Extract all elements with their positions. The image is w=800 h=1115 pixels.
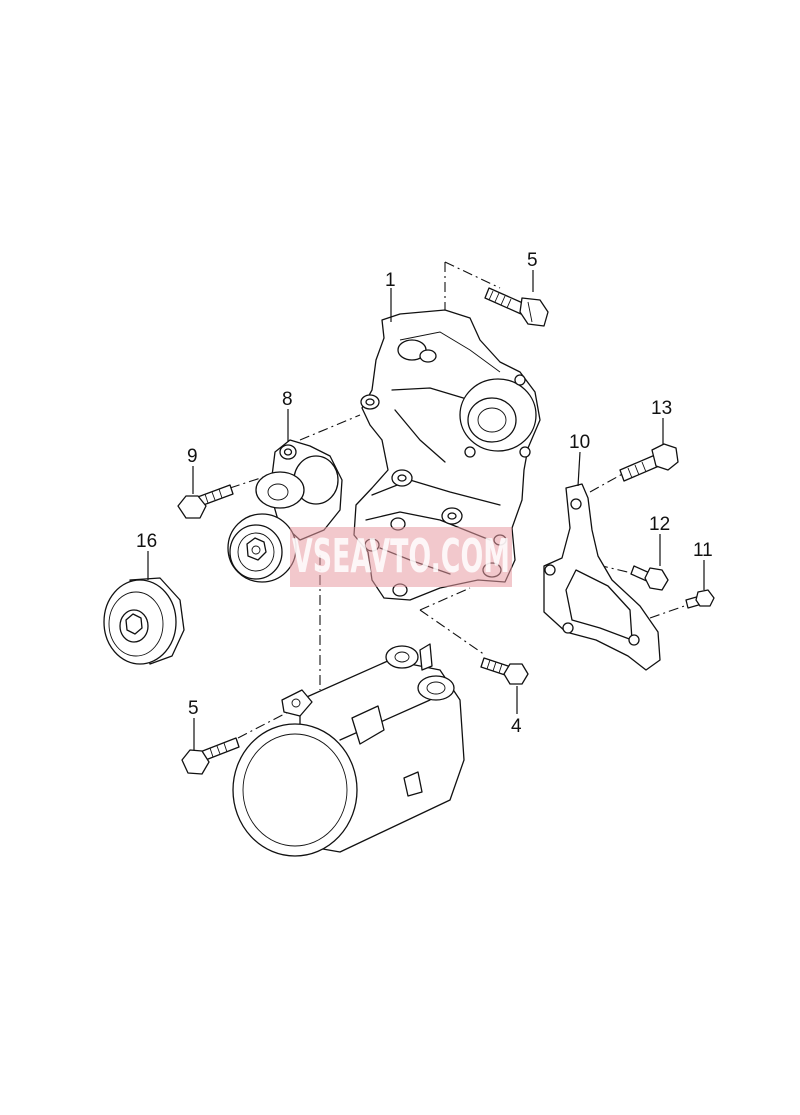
bolt-part-9 bbox=[177, 484, 234, 519]
ac-compressor bbox=[232, 643, 465, 857]
callout-12: 12 bbox=[649, 514, 670, 535]
bolt-part-11 bbox=[685, 589, 715, 609]
bolt-part-13 bbox=[619, 443, 679, 482]
callout-8: 8 bbox=[282, 389, 293, 410]
leader-lines bbox=[147, 270, 705, 750]
bolt-part-5-top bbox=[484, 287, 549, 327]
callout-5-lower: 5 bbox=[188, 698, 199, 719]
bolt-part-5-lower bbox=[181, 737, 240, 775]
support-bracket-part-10 bbox=[543, 483, 661, 671]
callout-4: 4 bbox=[511, 716, 522, 737]
callout-13: 13 bbox=[651, 398, 672, 419]
callout-1: 1 bbox=[385, 270, 396, 291]
callouts: 1 5 8 9 13 10 12 11 16 5 4 bbox=[136, 250, 713, 737]
tensioner-part-8 bbox=[227, 439, 343, 583]
callout-5-top: 5 bbox=[527, 250, 538, 271]
callout-16: 16 bbox=[136, 531, 157, 552]
callout-9: 9 bbox=[187, 446, 198, 467]
idler-pulley-part-16 bbox=[103, 577, 185, 665]
watermark-text: VSEAVTO.COM bbox=[292, 529, 510, 583]
bolt-part-4 bbox=[480, 657, 529, 685]
watermark: VSEAVTO.COM bbox=[290, 527, 512, 587]
callout-10: 10 bbox=[569, 432, 590, 453]
bolt-part-12 bbox=[630, 565, 669, 591]
callout-11: 11 bbox=[693, 540, 713, 561]
